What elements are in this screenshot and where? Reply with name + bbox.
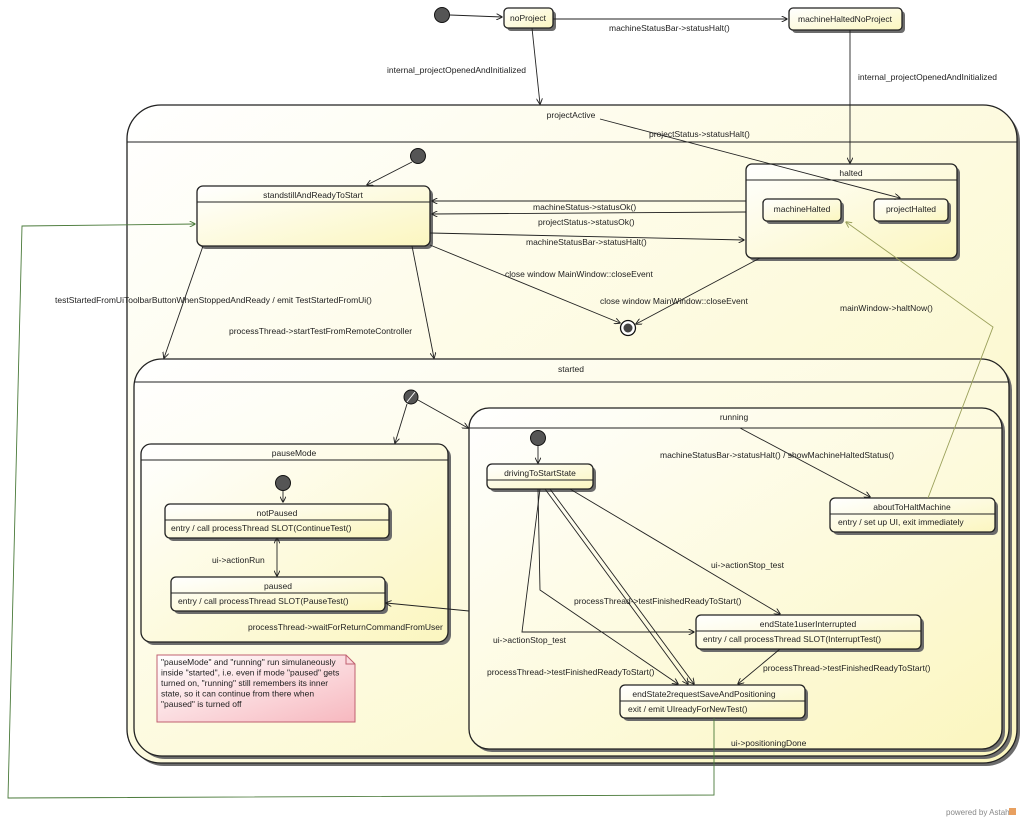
state-endState1-entry: entry / call processThread SLOT(Interrup… [703,634,881,644]
transition-driving-endState1[interactable] [569,488,780,614]
initial-pseudostate-top [434,7,450,23]
label-remoteController: processThread->startTestFromRemoteContro… [229,326,412,336]
transition-noProject-projectActive[interactable] [531,27,540,104]
state-endState2-exit: exit / emit UIreadyForNewTest() [628,704,748,714]
astah-logo-icon [1009,808,1016,815]
initial-pseudostate-pauseMode [275,475,291,491]
transition-endState1-endState2[interactable] [738,648,781,684]
state-pauseMode-label: pauseMode [272,448,317,458]
state-started-label: started [558,364,584,374]
transition-halted-standstill-2[interactable] [432,212,747,214]
label-finished-3: processThread->testFinishedReadyToStart(… [763,663,931,673]
state-notPaused[interactable]: notPaused entry / call processThread SLO… [164,503,392,541]
state-standstill[interactable]: standstillAndReadyToStart [196,185,433,249]
label-openedInit-1: internal_projectOpenedAndInitialized [387,65,526,75]
transition-standstill-started-remote[interactable] [411,245,434,358]
state-machineHalted[interactable]: machineHalted [762,198,844,224]
label-testStartedUi: testStartedFromUiToolbarButtonWhenStoppe… [55,295,372,305]
state-pauseMode[interactable]: pauseMode [140,443,451,645]
transition-standstill-final[interactable] [429,244,620,323]
state-aboutToHaltMachine[interactable]: aboutToHaltMachine entry / set up UI, ex… [829,497,998,535]
label-showHalted: machineStatusBar->statusHalt() / showMac… [660,450,894,460]
label-finished-1: processThread->testFinishedReadyToStart(… [574,596,742,606]
state-aboutToHaltMachine-entry: entry / set up UI, exit immediately [838,517,964,527]
label-actionStop-1: ui->actionStop_test [711,560,785,570]
state-projectHalted[interactable]: projectHalted [873,198,951,224]
state-notPaused-entry: entry / call processThread SLOT(Continue… [171,523,352,533]
state-projectHalted-label: projectHalted [886,204,936,214]
transition-aboutToHalt-machineHalted[interactable] [846,222,994,499]
state-paused-label: paused [264,581,292,591]
label-actionRun: ui->actionRun [212,555,265,565]
transition-standstill-halted[interactable] [429,232,744,240]
state-drivingToStartState[interactable]: drivingToStartState [486,463,596,492]
transition-standstill-started-ui[interactable] [164,245,204,358]
state-standstill-label: standstillAndReadyToStart [263,190,363,200]
state-drivingToStartState-label: drivingToStartState [504,468,576,478]
state-noProject[interactable]: noProject [503,7,556,31]
label-projectStatusOk: projectStatus->statusOk() [538,217,635,227]
label-machineStatusBarHalt: machineStatusBar->statusHalt() [526,237,647,247]
state-noProject-label: noProject [510,13,547,23]
note-line-3: turned on, "running" still remembers its… [161,678,328,688]
state-machineHaltedNoProject-label: machineHaltedNoProject [798,14,893,24]
label-machineStatusOk: machineStatus->statusOk() [533,202,636,212]
label-haltNow: mainWindow->haltNow() [840,303,933,313]
state-paused[interactable]: paused entry / call processThread SLOT(P… [170,576,388,614]
state-projectActive-label: projectActive [547,110,596,120]
label-projectStatusHalt: projectStatus->statusHalt() [649,129,750,139]
label-openedInit-2: internal_projectOpenedAndInitialized [858,72,997,82]
label-closeEvent-1: close window MainWindow::closeEvent [505,269,654,279]
label-statusHalt: machineStatusBar->statusHalt() [609,23,730,33]
state-endState1-label: endState1userInterrupted [760,619,857,629]
final-pseudostate [619,319,637,337]
initial-pseudostate-running [530,430,546,446]
state-running-label: running [720,412,749,422]
transition-driving-endState2-a[interactable] [537,488,678,684]
transition-driving-endState1-stop[interactable] [521,488,694,632]
transition-init-standstill[interactable] [367,161,413,185]
state-halted[interactable]: halted [745,163,960,261]
state-endState2-label: endState2requestSaveAndPositioning [632,689,775,699]
initial-pseudostate-projectActive [410,148,426,164]
note-line-2: inside "started", i.e. even if mode "pau… [161,668,339,678]
transition-driving-endState2-b[interactable] [549,488,694,684]
watermark: powered by Astah [946,808,1010,817]
label-actionStop-2: ui->actionStop_test [493,635,567,645]
note-line-5: "paused" is turned off [161,699,242,709]
label-waitReturn: processThread->waitForReturnCommandFromU… [248,622,443,632]
state-endState1[interactable]: endState1userInterrupted entry / call pr… [695,614,924,652]
note: "pauseMode" and "running" run simulaneou… [156,654,356,723]
fork-pseudostate-started [403,389,419,405]
transition-fork-pauseMode[interactable] [395,403,408,443]
state-machineHalted-label: machineHalted [774,204,831,214]
state-endState2[interactable]: endState2requestSaveAndPositioning exit … [619,684,808,721]
note-line-4: state, so it can continue from there whe… [161,689,314,699]
transition-running-paused[interactable] [386,603,470,612]
label-positioningDone: ui->positioningDone [731,738,807,748]
state-notPaused-label: notPaused [257,508,298,518]
transition-driving-endState2-c[interactable] [544,488,688,684]
state-machineHaltedNoProject[interactable]: machineHaltedNoProject [788,7,905,33]
state-halted-label: halted [839,168,862,178]
label-closeEvent-2: close window MainWindow::closeEvent [600,296,749,306]
state-paused-entry: entry / call processThread SLOT(PauseTes… [178,596,349,606]
transition-init-noProject[interactable] [449,15,502,17]
label-finished-2: processThread->testFinishedReadyToStart(… [487,667,655,677]
transition-positioningDone-standstill[interactable] [7,224,715,799]
transition-fork-running[interactable] [417,399,468,428]
note-line-1: "pauseMode" and "running" run simulaneou… [161,657,336,667]
state-aboutToHaltMachine-label: aboutToHaltMachine [873,502,951,512]
transition-projectActive-projectHalted[interactable] [599,118,900,198]
transition-running-aboutToHalt[interactable] [739,427,870,497]
transition-halted-final[interactable] [636,257,761,324]
